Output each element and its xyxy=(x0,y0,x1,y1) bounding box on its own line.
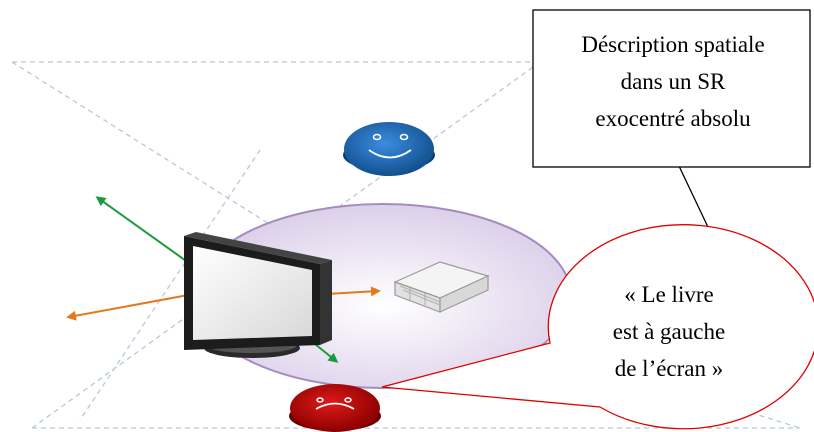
red-face-icon xyxy=(289,384,381,432)
speech-bubble: « Le livre est à gauche de l’écran » xyxy=(381,224,814,430)
blue-face-icon xyxy=(343,122,435,176)
book-icon xyxy=(393,261,490,313)
callout-line-2: dans un SR xyxy=(621,69,726,94)
speech-line-2: est à gauche xyxy=(613,319,725,344)
speech-line-3: de l’écran » xyxy=(615,356,724,381)
monitor-icon xyxy=(184,232,332,358)
plane-inner-line xyxy=(79,149,261,421)
callout-line-1: Déscription spatiale xyxy=(581,32,764,57)
speech-line-1: « Le livre xyxy=(624,282,713,307)
callout-box: Déscription spatiale dans un SR exocentr… xyxy=(532,9,811,168)
callout-line-3: exocentré absolu xyxy=(595,106,751,131)
